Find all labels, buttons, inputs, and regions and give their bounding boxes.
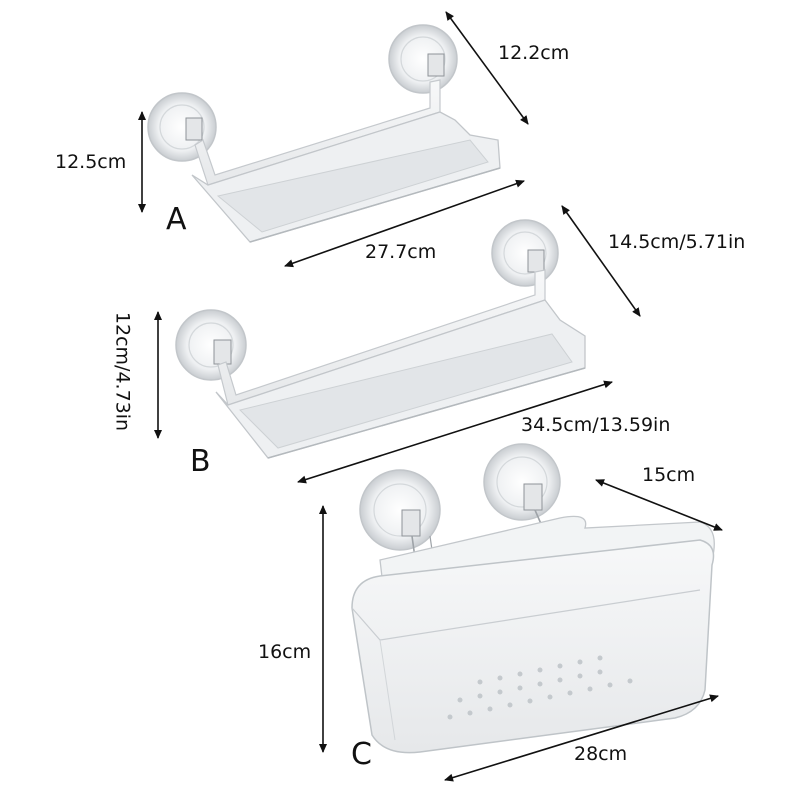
shelf-a-depth-label: 12.2cm: [498, 42, 570, 64]
dimension-arrows: [138, 11, 723, 782]
shelf-b-depth-arrow: [561, 205, 641, 317]
shelf-b-length-label: 34.5cm/13.59in: [521, 414, 671, 436]
shelf-a-label: A: [166, 202, 187, 237]
shelf-b-label: B: [190, 444, 211, 479]
basket-c-label: C: [351, 737, 372, 772]
basket-c-depth-arrow: [595, 479, 723, 531]
suction-cup-icon: [483, 443, 561, 521]
shelf-a-length-arrow: [284, 179, 525, 268]
shelf-a-illustration: [147, 24, 501, 243]
shelf-b-height-label: 12cm/4.73in: [111, 311, 134, 432]
basket-c-length-arrow: [444, 694, 719, 782]
shelf-a-depth-arrow: [445, 11, 529, 125]
shelf-a-length-label: 27.7cm: [365, 241, 437, 263]
basket-c-depth-label: 15cm: [642, 464, 696, 486]
suction-cup-icon: [175, 309, 247, 381]
basket-c-height-label: 16cm: [258, 641, 312, 663]
shelf-b-depth-label: 14.5cm/5.71in: [608, 231, 746, 253]
basket-c-illustration: [351, 443, 715, 754]
suction-cup-icon: [359, 469, 441, 551]
suction-cup-icon: [388, 24, 458, 94]
suction-cup-icon: [491, 219, 559, 287]
shelf-b-length-arrow: [297, 380, 613, 484]
basket-c-length-label: 28cm: [574, 743, 628, 765]
shelf-a-height-label: 12.5cm: [55, 151, 127, 173]
